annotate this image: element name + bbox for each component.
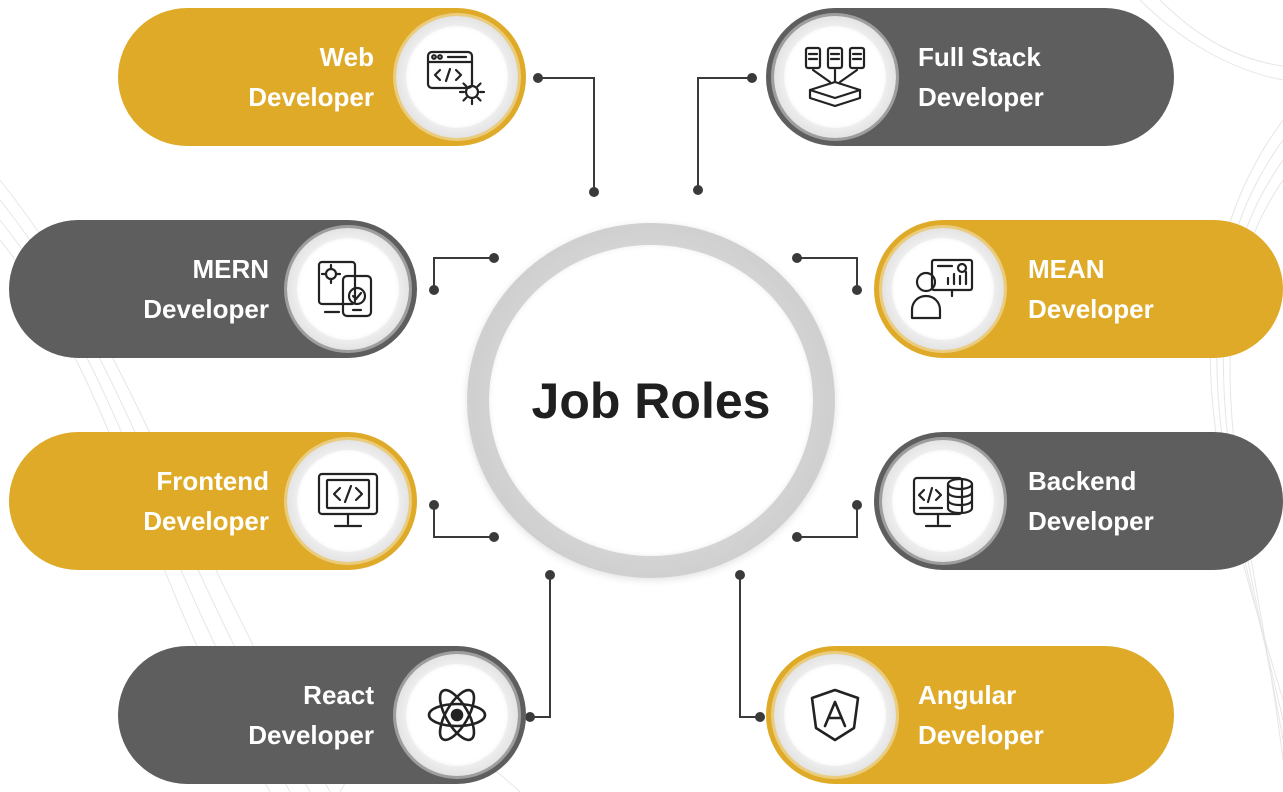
connector-dot [545, 570, 555, 580]
role-title-line1: MERN [192, 254, 269, 284]
role-title-line2: Developer [143, 294, 269, 324]
connector-dot [429, 285, 439, 295]
role-title-line1: MEAN [1028, 254, 1105, 284]
web-code-settings-icon [426, 50, 486, 106]
connector-dot [852, 500, 862, 510]
connector-dot [589, 187, 599, 197]
role-title-line2: Developer [248, 82, 374, 112]
role-title-line2: Developer [918, 82, 1044, 112]
connector-dot [525, 712, 535, 722]
connector-react [530, 575, 551, 718]
role-title-line2: Developer [143, 506, 269, 536]
connector-mean [797, 257, 858, 290]
analyst-dashboard-icon [910, 258, 974, 320]
role-label: Full Stack Developer [918, 8, 1138, 146]
connector-dot [792, 532, 802, 542]
server-stack-icon [804, 46, 866, 108]
role-icon-ring [882, 228, 1004, 350]
role-icon-ring [882, 440, 1004, 562]
role-label: Backend Developer [1028, 432, 1248, 570]
role-label: Angular Developer [918, 646, 1138, 784]
connector-fullstack [697, 77, 752, 190]
role-title-line1: React [303, 680, 374, 710]
angular-shield-icon [810, 688, 860, 742]
connector-dot [735, 570, 745, 580]
connector-dot [489, 253, 499, 263]
connector-dot [533, 73, 543, 83]
connector-dot [489, 532, 499, 542]
role-label: React Developer [174, 646, 374, 784]
role-title-line1: Frontend [156, 466, 269, 496]
connector-web [538, 77, 595, 192]
devices-gear-icon [317, 260, 373, 318]
role-full-stack-developer: Full Stack Developer [766, 8, 1174, 146]
role-title-line2: Developer [1028, 294, 1154, 324]
connector-dot [747, 73, 757, 83]
connector-dot [693, 185, 703, 195]
role-label: MEAN Developer [1028, 220, 1248, 358]
role-backend-developer: Backend Developer [874, 432, 1283, 570]
react-atom-icon [427, 688, 487, 742]
role-title-line2: Developer [1028, 506, 1154, 536]
connector-dot [755, 712, 765, 722]
role-mern-developer: MERN Developer [9, 220, 417, 358]
role-title-line1: Web [319, 42, 374, 72]
connector-dot [852, 285, 862, 295]
role-title-line2: Developer [918, 720, 1044, 750]
connector-dot [792, 253, 802, 263]
role-icon-ring [774, 16, 896, 138]
connector-mern [433, 257, 494, 290]
connector-frontend [433, 505, 494, 538]
center-hub: Job Roles [467, 223, 835, 578]
role-title-line1: Angular [918, 680, 1017, 710]
role-icon-ring [774, 654, 896, 776]
role-angular-developer: Angular Developer [766, 646, 1174, 784]
role-icon-ring [287, 228, 409, 350]
center-title: Job Roles [531, 372, 771, 429]
role-react-developer: React Developer [118, 646, 526, 784]
role-label: Frontend Developer [49, 432, 269, 570]
role-web-developer: Web Developer [118, 8, 526, 146]
connector-backend [797, 505, 858, 538]
role-mean-developer: MEAN Developer [874, 220, 1283, 358]
role-frontend-developer: Frontend Developer [9, 432, 417, 570]
connector-angular [739, 575, 760, 718]
role-icon-ring [287, 440, 409, 562]
center-hub-inner: Job Roles [489, 245, 813, 556]
role-label: Web Developer [174, 8, 374, 146]
role-label: MERN Developer [49, 220, 269, 358]
role-title-line1: Full Stack [918, 42, 1041, 72]
connector-dot [429, 500, 439, 510]
monitor-code-icon [317, 472, 379, 528]
database-code-icon [912, 476, 974, 528]
role-icon-ring [396, 16, 518, 138]
role-title-line2: Developer [248, 720, 374, 750]
role-icon-ring [396, 654, 518, 776]
role-title-line1: Backend [1028, 466, 1137, 496]
